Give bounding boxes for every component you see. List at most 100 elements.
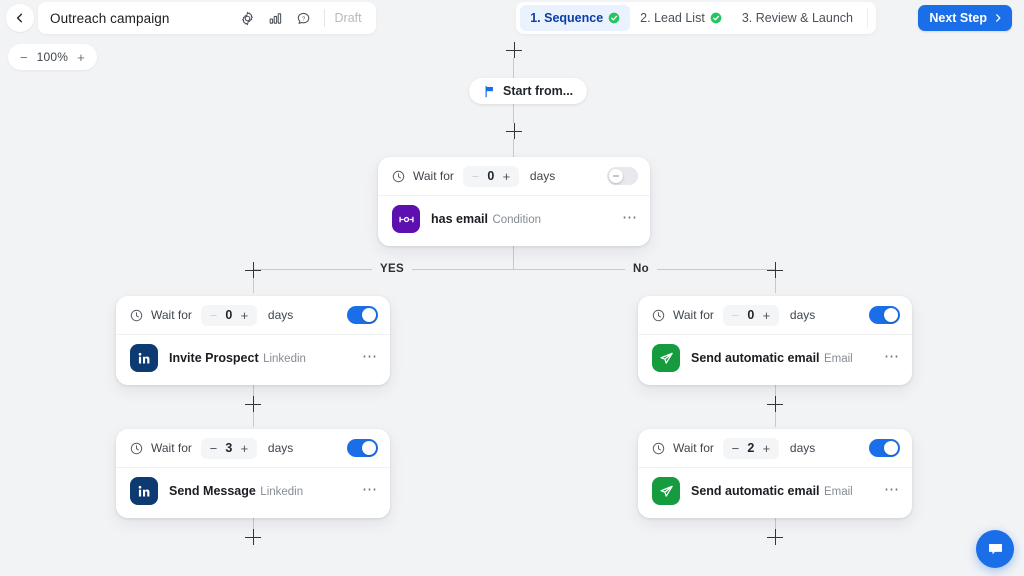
card-send-email-1-wait-row: Wait for − 0 + days xyxy=(638,296,912,334)
card-menu-button[interactable]: ⋯ xyxy=(362,347,378,365)
card-menu-button[interactable]: ⋯ xyxy=(362,480,378,498)
card-title: has email xyxy=(431,211,488,226)
card-send-message-body: Send Message Linkedin ⋯ xyxy=(116,467,390,518)
card-enable-toggle[interactable] xyxy=(347,306,378,324)
card-menu-button[interactable]: ⋯ xyxy=(884,347,900,365)
chat-bubble-icon xyxy=(988,543,1002,554)
wait-days-stepper[interactable]: − 0 + xyxy=(200,304,257,326)
card-send-message[interactable]: Wait for − 3 + days xyxy=(116,429,390,518)
add-step-no-middle[interactable] xyxy=(767,396,783,412)
chat-support-button[interactable] xyxy=(976,530,1014,568)
add-step-yes-bottom[interactable] xyxy=(245,529,261,545)
add-step-no-branch[interactable] xyxy=(767,262,783,278)
stepper-decrement[interactable]: − xyxy=(209,307,218,323)
wait-days-stepper[interactable]: − 0 + xyxy=(722,304,779,326)
connector-no-drop xyxy=(775,270,776,293)
next-step-label: Next Step xyxy=(929,11,987,25)
step-lead-list-label: 2. Lead List xyxy=(640,11,705,25)
add-step-top[interactable] xyxy=(506,42,522,58)
paper-plane-icon xyxy=(652,477,680,505)
connector-no-plus-to-card2 xyxy=(775,412,776,427)
wait-days-stepper[interactable]: − 2 + xyxy=(722,437,779,459)
stepper-decrement[interactable]: − xyxy=(731,440,740,456)
card-enable-toggle[interactable] xyxy=(607,167,638,185)
card-invite-prospect[interactable]: Wait for − 0 + days xyxy=(116,296,390,385)
check-circle-icon xyxy=(608,12,620,24)
stepper-increment[interactable]: + xyxy=(762,440,771,456)
chevron-right-icon xyxy=(996,14,1001,22)
next-step-button[interactable]: Next Step xyxy=(918,5,1012,31)
step-sequence[interactable]: 1. Sequence xyxy=(520,5,631,31)
card-subtitle: Linkedin xyxy=(260,485,304,498)
card-enable-toggle[interactable] xyxy=(347,439,378,457)
status-badge: Draft xyxy=(334,11,362,25)
steps-divider xyxy=(867,8,868,28)
card-condition-text: has email Condition xyxy=(431,210,611,229)
connector-yes-plus-to-card2 xyxy=(253,412,254,427)
card-title: Send Message xyxy=(169,483,256,498)
card-menu-button[interactable]: ⋯ xyxy=(622,208,638,226)
card-send-email-1-body: Send automatic email Email ⋯ xyxy=(638,334,912,385)
stepper-value: 0 xyxy=(487,169,495,183)
card-enable-toggle[interactable] xyxy=(869,306,900,324)
top-bar: Outreach campaign xyxy=(0,0,1024,36)
days-label: days xyxy=(267,308,294,322)
paper-plane-icon xyxy=(652,344,680,372)
stepper-increment[interactable]: + xyxy=(240,307,249,323)
campaign-title[interactable]: Outreach campaign xyxy=(50,10,170,26)
days-label: days xyxy=(789,441,816,455)
connector-branch-bar xyxy=(253,269,775,270)
stepper-increment[interactable]: + xyxy=(762,307,771,323)
stepper-decrement[interactable]: − xyxy=(209,440,218,456)
card-menu-button[interactable]: ⋯ xyxy=(884,480,900,498)
chevron-left-icon xyxy=(16,13,23,23)
toggle-knob xyxy=(362,441,376,455)
connector-yes-drop xyxy=(253,270,254,293)
card-condition[interactable]: Wait for − 0 + days xyxy=(378,157,650,246)
check-circle-icon xyxy=(710,12,722,24)
card-enable-toggle[interactable] xyxy=(869,439,900,457)
wait-days-stepper[interactable]: − 0 + xyxy=(462,165,519,187)
connector-yes-card1-to-plus xyxy=(253,376,254,396)
card-send-email-2-text: Send automatic email Email xyxy=(691,482,873,501)
gear-icon[interactable] xyxy=(240,10,256,26)
stepper-decrement[interactable]: − xyxy=(471,168,480,184)
card-invite-prospect-wait-row: Wait for − 0 + days xyxy=(116,296,390,334)
card-title: Send automatic email xyxy=(691,350,820,365)
days-label: days xyxy=(789,308,816,322)
back-button[interactable] xyxy=(6,4,34,32)
stepper-increment[interactable]: + xyxy=(240,440,249,456)
wait-label: Wait for xyxy=(673,308,714,322)
add-step-no-bottom[interactable] xyxy=(767,529,783,545)
card-send-email-1[interactable]: Wait for − 0 + days xyxy=(638,296,912,385)
card-invite-prospect-text: Invite Prospect Linkedin xyxy=(169,349,351,368)
stepper-increment[interactable]: + xyxy=(502,168,511,184)
add-step-yes-middle[interactable] xyxy=(245,396,261,412)
start-from-button[interactable]: Start from... xyxy=(469,78,588,104)
step-review-launch-label: 3. Review & Launch xyxy=(741,11,853,25)
step-review-launch[interactable]: 3. Review & Launch xyxy=(732,5,863,31)
step-lead-list[interactable]: 2. Lead List xyxy=(630,5,732,31)
card-send-email-2-wait-row: Wait for − 2 + days xyxy=(638,429,912,467)
connector-yes-card2-to-plus xyxy=(253,510,254,529)
help-chat-icon[interactable]: ? xyxy=(296,10,312,26)
add-step-after-start[interactable] xyxy=(506,123,522,139)
card-condition-wait-row: Wait for − 0 + days xyxy=(378,157,650,195)
zoom-control: − 100% + xyxy=(8,44,97,70)
wait-days-stepper[interactable]: − 3 + xyxy=(200,437,257,459)
card-subtitle: Condition xyxy=(492,213,542,226)
clock-icon xyxy=(652,442,665,454)
zoom-in-button[interactable]: + xyxy=(77,49,85,65)
toggle-knob xyxy=(362,308,376,322)
card-send-email-2[interactable]: Wait for − 2 + days xyxy=(638,429,912,518)
zoom-out-button[interactable]: − xyxy=(20,49,28,65)
card-send-message-wait-row: Wait for − 3 + days xyxy=(116,429,390,467)
stepper-decrement[interactable]: − xyxy=(731,307,740,323)
clock-icon xyxy=(130,442,143,454)
add-step-yes-branch[interactable] xyxy=(245,262,261,278)
zoom-level-value: 100% xyxy=(36,50,69,64)
card-send-email-2-body: Send automatic email Email ⋯ xyxy=(638,467,912,518)
bar-chart-icon[interactable] xyxy=(268,10,284,26)
card-subtitle: Email xyxy=(823,352,853,365)
